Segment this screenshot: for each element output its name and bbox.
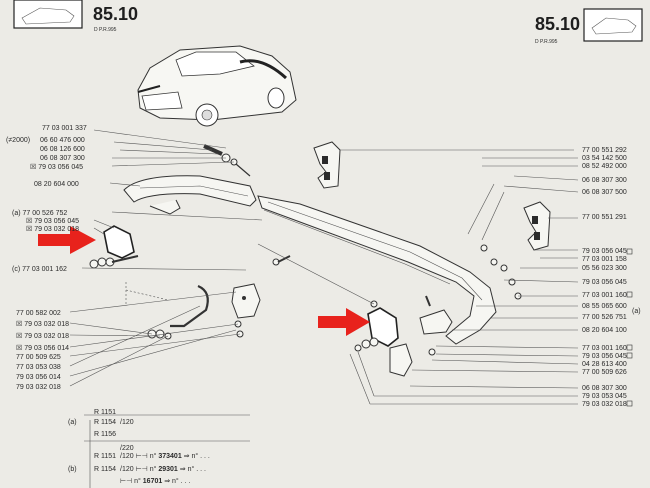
part-number: 77 00 551 291 [582,214,627,221]
part-number: 06 08 307 300 [582,177,627,184]
car-thumbnail-icon [13,0,643,42]
table-variant: /120 ⊢⊣ n° 373401 ⇒ n° . . . [120,453,210,460]
table-variant: /120 ⊢⊣ n° 29301 ⇒ n° . . . [120,466,206,473]
table-prefix: (b) [68,466,77,473]
table-variant: /220 [120,445,134,452]
part-number: 77 03 001 337 [42,125,87,132]
table-model: R 1154 [94,466,117,473]
part-number: 79 03 056 045 [582,248,627,255]
part-number: 77 03 053 038 [16,364,61,371]
mount-plate-right [389,343,413,377]
part-number: 08 52 492 000 [582,163,627,170]
part-number: 08 20 604 100 [582,327,627,334]
part-number: 03 54 142 500 [582,155,627,162]
table-rules [84,414,250,488]
leader-lines-right [257,149,579,405]
right-bracket-assembly [419,309,453,335]
prefix-label: (≠2000) [6,137,31,144]
part-number: 77 03 001 158 [582,256,627,263]
part-number: (a) 77 00 526 752 [12,210,68,217]
side-mark: (a) [632,308,641,315]
table-model: R 1151 [94,453,117,460]
part-number: 06 08 307 300 [40,155,85,162]
checkbox-marks [626,248,633,407]
part-number: 08 55 065 600 [582,303,627,310]
left-bumper-bar [123,175,257,215]
part-number: 77 03 001 160 [582,345,627,352]
part-number: 04 28 613 400 [582,361,627,368]
part-number: ☒ 79 03 032 018 [16,321,69,328]
part-number: 79 03 056 045 [582,279,627,286]
part-number: 79 03 032 018 [582,401,627,408]
part-number: (c) 77 03 001 162 [12,266,67,273]
page-ref-right: D P.R.995 [535,39,558,45]
page-ref-left: D P.R.995 [94,27,117,33]
curved-rod [170,284,209,328]
part-number: 06 08 307 300 [582,385,627,392]
part-number: ☒ 79 03 056 045 [30,164,83,171]
part-number: 06 60 476 000 [40,137,85,144]
bumper-guard-right [523,201,551,251]
part-number: 06 08 126 600 [40,146,85,153]
part-number: 79 03 032 018 [16,384,61,391]
table-model: R 1154 [94,419,117,426]
part-number: 06 08 307 500 [582,189,627,196]
car-illustration [137,45,297,127]
fasteners [89,144,522,356]
part-number: ☒ 79 03 056 014 [16,345,69,352]
bracket-left [103,225,135,259]
part-number: 77 00 551 292 [582,147,627,154]
table-model: R 1156 [94,431,117,438]
part-number: ☒ 79 03 056 045 [26,218,79,225]
page-number-left: 85.10 [93,4,139,24]
part-number: 79 03 053 045 [582,393,627,400]
part-number: 79 03 056 045 [582,353,627,360]
part-number: ☒ 79 03 032 018 [26,226,79,233]
table-variant: /120 [120,419,134,426]
rear-bumper-main [257,195,497,345]
mount-plate [231,283,261,319]
part-number: 79 03 056 014 [16,374,61,381]
part-number: 77 00 526 751 [582,314,627,321]
part-number: 05 56 023 300 [582,265,627,272]
bumper-guard-left [313,141,341,189]
part-number: 77 00 509 626 [582,369,627,376]
part-number: 77 00 582 002 [16,310,61,317]
table-prefix: (a) [68,419,77,426]
red-arrow-icon [38,226,370,336]
table-variant: ⊢⊣ n° 16701 ⇒ n° . . . [120,478,191,485]
part-number: 77 00 509 625 [16,354,61,361]
part-number: 77 03 001 160 [582,292,627,299]
table-model: R 1151 [94,409,117,416]
part-number: 08 20 604 000 [34,181,79,188]
part-number: ☒ 79 03 032 018 [16,333,69,340]
leader-lines-left [69,129,263,387]
page-number-right: 85.10 [535,14,581,34]
